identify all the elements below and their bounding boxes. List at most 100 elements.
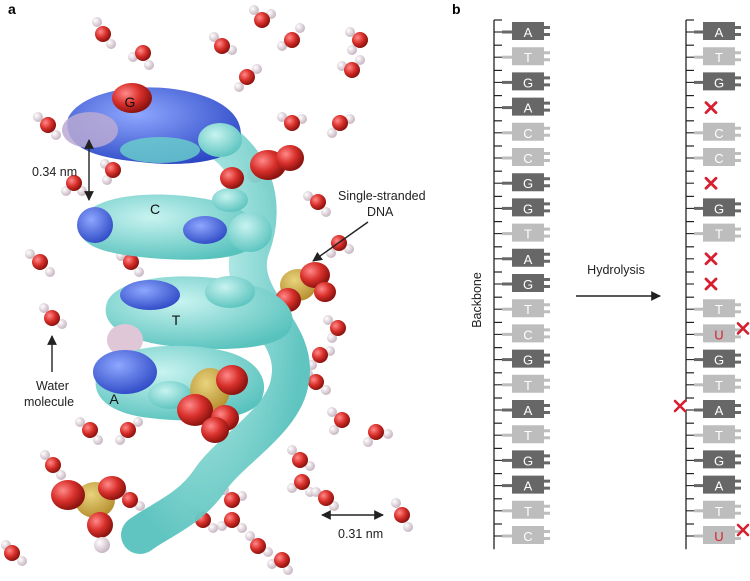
abasic-site-mark [704, 252, 718, 266]
nucleotide-base: A [694, 400, 741, 418]
base-block [512, 374, 550, 393]
base-block [703, 122, 741, 141]
base-letter: G [714, 75, 724, 90]
base-block [512, 450, 550, 469]
base-letter: T [715, 504, 723, 519]
water-molecule [75, 417, 103, 445]
base-block [703, 72, 741, 91]
base-block [512, 526, 550, 544]
base-letter: G [523, 277, 533, 292]
base-block [703, 324, 741, 343]
base-letter: A [524, 25, 533, 40]
panel-b-label: b [452, 1, 461, 17]
nucleotide-base: T [502, 299, 550, 318]
nucleotide-base: A [502, 400, 550, 418]
nucleotide-base: A [502, 97, 550, 116]
base-letter: C [523, 151, 532, 166]
nucleotide-base: G [694, 349, 741, 368]
base-label-g: G [125, 94, 136, 110]
ssdna-label-line2: DNA [367, 205, 394, 219]
base-letter: A [524, 403, 533, 418]
strand-break-mark [673, 399, 687, 413]
base-letter: G [523, 176, 533, 191]
nucleotide-base: T [694, 47, 741, 66]
panel-a-label: a [8, 1, 16, 17]
ssdna-label-line1: Single-stranded [338, 189, 426, 203]
nucleotide-base: T [694, 223, 741, 242]
base-letter: A [524, 252, 533, 267]
base-block [512, 148, 550, 166]
abasic-site-mark [704, 277, 718, 291]
water-molecule [39, 303, 67, 329]
base-block [703, 425, 741, 444]
nucleotide-base: A [694, 475, 741, 494]
nucleotide-base: G [502, 198, 550, 217]
base-letter: A [524, 101, 533, 116]
base-block [512, 198, 550, 217]
nucleotide-base: G [502, 349, 550, 368]
water-molecule [277, 112, 307, 131]
base-t [105, 276, 293, 356]
nucleotide-base: T [502, 223, 550, 242]
base-letter: T [715, 227, 723, 242]
water-molecule [327, 114, 355, 138]
base-block [512, 274, 550, 292]
water-molecules [1, 5, 413, 575]
hydrolysis-label: Hydrolysis [587, 263, 645, 277]
base-block [703, 299, 741, 318]
water-molecule [345, 27, 368, 55]
nucleotide-base: T [502, 500, 550, 519]
nucleotide-base: G [694, 450, 741, 469]
ssdna-arrow [312, 221, 369, 262]
nucleotide-base: T [694, 500, 741, 519]
deamination-mark [736, 322, 750, 335]
base-letter: C [714, 151, 723, 166]
base-block [703, 148, 741, 166]
distance-label-034: 0.34 nm [32, 165, 77, 179]
base-block [703, 349, 741, 368]
nucleotide-base: C [502, 324, 550, 343]
base-block [512, 122, 550, 141]
water-molecule [245, 531, 273, 557]
base-letter: T [524, 302, 532, 317]
nucleotide-base: G [694, 72, 741, 91]
nucleotide-base: C [502, 122, 550, 141]
base-c [77, 145, 304, 260]
water-molecule [323, 315, 346, 343]
base-block [512, 47, 550, 66]
water-molecule [267, 552, 293, 575]
nucleotide-base: T [502, 47, 550, 66]
nucleotide-base: G [502, 72, 550, 91]
base-block [512, 425, 550, 444]
water-molecule [115, 417, 143, 445]
base-letter: T [715, 302, 723, 317]
base-block [512, 299, 550, 318]
base-g [62, 83, 242, 164]
base-letter: T [524, 378, 532, 393]
base-block [703, 374, 741, 393]
base-block [512, 475, 550, 494]
nucleotide-base: A [502, 22, 550, 40]
base-block [703, 223, 741, 242]
water-molecule [307, 346, 335, 370]
base-block [512, 248, 550, 267]
base-block [512, 223, 550, 242]
base-label-a: A [109, 391, 119, 407]
nucleotide-base: C [694, 148, 741, 166]
nucleotide-base: G [694, 198, 741, 217]
water-molecule [100, 159, 121, 185]
base-block [512, 349, 550, 368]
base-letter: G [523, 453, 533, 468]
phosphate-group-lower [177, 365, 248, 443]
base-letter: A [715, 403, 724, 418]
nucleotide-base: A [502, 475, 550, 494]
base-block [512, 500, 550, 519]
nucleotide-base: C [694, 122, 741, 141]
water-molecule [128, 45, 154, 70]
water-label-line2: molecule [24, 395, 74, 409]
base-letter: G [714, 453, 724, 468]
water-molecule [217, 512, 247, 533]
